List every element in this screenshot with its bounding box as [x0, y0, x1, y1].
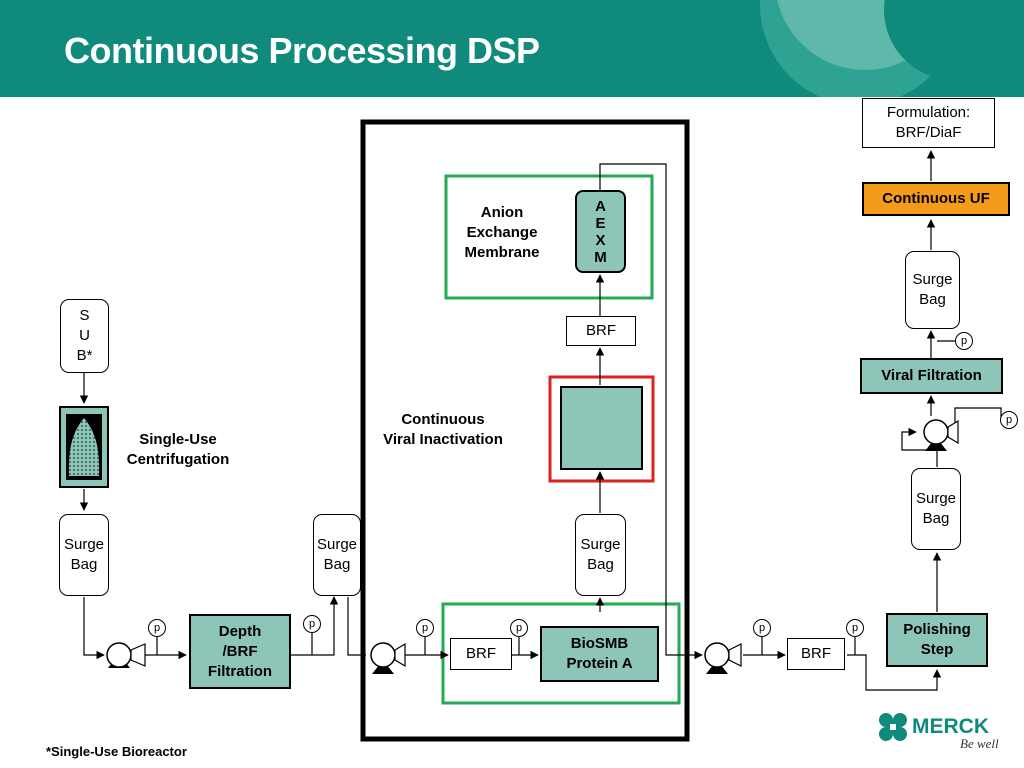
merck-logo: MERCK Be well — [879, 713, 999, 751]
pressure-gauge: p — [303, 615, 321, 633]
brf-right: BRF — [787, 638, 845, 670]
anion-exchange-label: Anion Exchange Membrane — [464, 204, 540, 261]
pressure-gauge: p — [416, 619, 434, 637]
single-use-bioreactor: S U B* — [60, 299, 109, 373]
viral-inactivation-frame — [548, 375, 655, 483]
pump-icon — [704, 642, 742, 674]
centrifuge-cone — [68, 418, 100, 476]
pressure-gauge: p — [846, 619, 864, 637]
page-title: Continuous Processing DSP — [64, 30, 540, 71]
formulation-box: Formulation: BRF/DiaF — [862, 98, 995, 148]
anion-exchange-frame — [444, 174, 654, 300]
brf-bottom: BRF — [450, 638, 512, 670]
continuous-module-frame — [360, 119, 690, 742]
footnote: *Single-Use Bioreactor — [46, 744, 187, 759]
viral-inactivation-label: Continuous Viral Inactivation — [383, 411, 503, 448]
surge-bag-right-top: Surge Bag — [905, 251, 960, 329]
pressure-gauge: p — [753, 619, 771, 637]
viral-inactivation-vessel — [560, 386, 643, 470]
viral-filtration: Viral Filtration — [860, 358, 1003, 394]
pump-icon — [923, 419, 959, 451]
pressure-gauge: p — [1000, 411, 1018, 429]
header-banner: Continuous Processing DSP — [0, 0, 1024, 97]
brf-top: BRF — [566, 316, 636, 346]
svg-text:MERCK: MERCK — [912, 715, 989, 738]
polishing-step: Polishing Step — [886, 613, 988, 667]
depth-brf-filtration: Depth /BRF Filtration — [189, 614, 291, 689]
pressure-gauge: p — [510, 619, 528, 637]
surge-bag-middle: Surge Bag — [575, 514, 626, 596]
aexm-unit: A E X M — [575, 190, 626, 273]
pressure-gauge: p — [955, 332, 973, 350]
centrifugation-label: Single-Use Centrifugation — [126, 431, 230, 468]
pressure-gauge: p — [148, 619, 166, 637]
surge-bag-2: Surge Bag — [313, 514, 361, 596]
svg-text:Be well: Be well — [960, 736, 999, 751]
pump-icon — [370, 642, 406, 674]
continuous-uf: Continuous UF — [862, 182, 1010, 216]
surge-bag-1: Surge Bag — [59, 514, 109, 596]
biosmb-protein-a: BioSMB Protein A — [540, 626, 659, 682]
pump-icon — [106, 642, 146, 668]
surge-bag-right-mid: Surge Bag — [911, 468, 961, 550]
